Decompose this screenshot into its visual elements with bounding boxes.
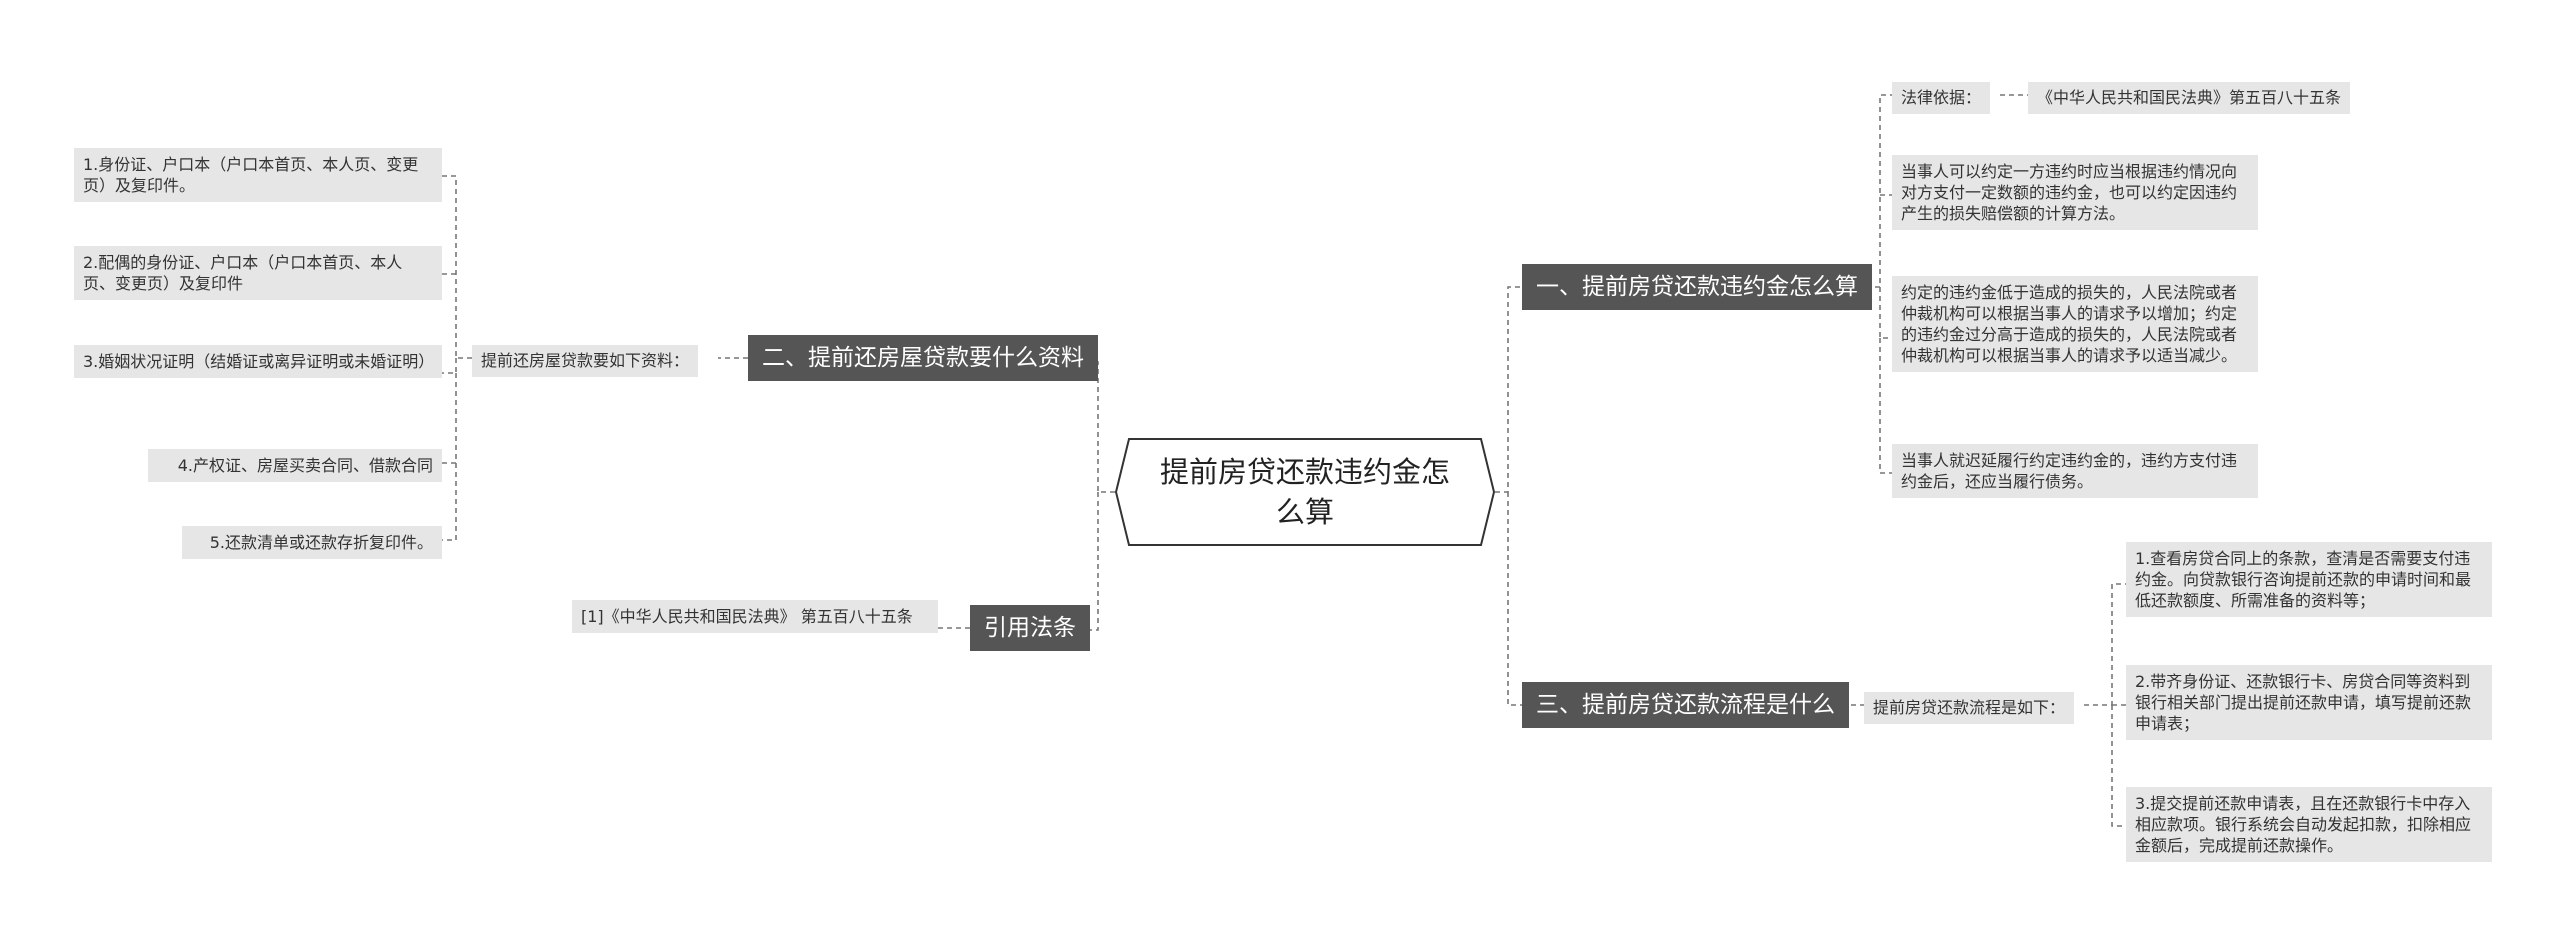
connector-b1-legal (1866, 94, 1892, 288)
connector-intro2-leaf4 (442, 373, 457, 464)
connector-root-b2 (1086, 361, 1115, 493)
branch-cited-law[interactable]: 引用法条 (970, 605, 1090, 651)
branch-repayment-process[interactable]: 三、提前房贷还款流程是什么 (1522, 682, 1849, 728)
document-item-2-text: 2.配偶的身份证、户口本（户口本首页、本人页、变更页）及复印件 (83, 253, 403, 293)
process-step-1-text: 1.查看房贷合同上的条款，查清是否需要支付违约金。向贷款银行咨询提前还款的申请时… (2135, 549, 2472, 610)
document-item-3-text: 3.婚姻状况证明（结婚证或离异证明或未婚证明） (83, 352, 435, 371)
document-item-5[interactable]: 5.还款清单或还款存折复印件。 (182, 526, 442, 559)
branch-cited-law-label: 引用法条 (984, 615, 1076, 641)
repayment-process-intro-text: 提前房贷还款流程是如下： (1873, 698, 2066, 717)
connector-intro2-leaf5 (442, 463, 457, 541)
legal-basis-value-text: 《中华人民共和国民法典》第五百八十五条 (2037, 88, 2342, 107)
branch-required-documents[interactable]: 二、提前还房屋贷款要什么资料 (748, 335, 1098, 381)
process-step-2-text: 2.带齐身份证、还款银行卡、房贷合同等资料到银行相关部门提出提前还款申请，填写提… (2135, 672, 2472, 733)
connector-root-b3 (1507, 492, 1522, 706)
violation-leaf-2-text: 约定的违约金低于造成的损失的，人民法院或者仲裁机构可以根据当事人的请求予以增加；… (1901, 283, 2238, 365)
central-topic-label: 提前房贷还款违约金怎么算 (1159, 455, 1450, 529)
connector-intro3-leaf3 (2111, 705, 2126, 827)
legal-basis-label[interactable]: 法律依据： (1892, 82, 1991, 114)
violation-leaf-3[interactable]: 当事人就迟延履行约定违约金的，违约方支付违约金后，还应当履行债务。 (1892, 444, 2258, 498)
connector-intro3-leaf1 (2084, 583, 2126, 706)
required-documents-intro[interactable]: 提前还房屋贷款要如下资料： (472, 345, 699, 377)
violation-leaf-2[interactable]: 约定的违约金低于造成的损失的，人民法院或者仲裁机构可以根据当事人的请求予以增加；… (1892, 276, 2258, 372)
repayment-process-intro[interactable]: 提前房贷还款流程是如下： (1864, 692, 2075, 724)
process-step-2[interactable]: 2.带齐身份证、还款银行卡、房贷合同等资料到银行相关部门提出提前还款申请，填写提… (2126, 665, 2492, 740)
violation-leaf-1[interactable]: 当事人可以约定一方违约时应当根据违约情况向对方支付一定数额的违约金，也可以约定因… (1892, 155, 2258, 230)
branch-repayment-process-label: 三、提前房贷还款流程是什么 (1536, 692, 1835, 718)
document-item-4-text: 4.产权证、房屋买卖合同、借款合同 (177, 456, 433, 475)
document-item-4[interactable]: 4.产权证、房屋买卖合同、借款合同 (148, 449, 442, 482)
process-step-1[interactable]: 1.查看房贷合同上的条款，查清是否需要支付违约金。向贷款银行咨询提前还款的申请时… (2126, 542, 2492, 617)
branch-violation-fee-label: 一、提前房贷还款违约金怎么算 (1536, 274, 1858, 300)
branch-violation-fee[interactable]: 一、提前房贷还款违约金怎么算 (1522, 264, 1872, 310)
central-topic-frame (1115, 438, 1495, 546)
cited-law-item-1[interactable]: [1]《中华人民共和国民法典》 第五百八十五条 (572, 600, 938, 633)
document-item-1-text: 1.身份证、户口本（户口本首页、本人页、变更页）及复印件。 (83, 155, 419, 195)
process-step-3[interactable]: 3.提交提前还款申请表，且在还款银行卡中存入相应款项。银行系统会自动发起扣款，扣… (2126, 787, 2492, 862)
cited-law-item-1-text: [1]《中华人民共和国民法典》 第五百八十五条 (581, 607, 913, 626)
branch-required-documents-label: 二、提前还房屋贷款要什么资料 (762, 345, 1084, 371)
connector-b1-leaf2 (1879, 287, 1892, 339)
central-topic[interactable]: 提前房贷还款违约金怎么算 (1115, 438, 1495, 546)
legal-basis-label-text: 法律依据： (1901, 88, 1982, 107)
document-item-3[interactable]: 3.婚姻状况证明（结婚证或离异证明或未婚证明） (74, 345, 442, 378)
document-item-2[interactable]: 2.配偶的身份证、户口本（户口本首页、本人页、变更页）及复印件 (74, 246, 442, 300)
connector-root-b1 (1495, 286, 1522, 493)
legal-basis-value[interactable]: 《中华人民共和国民法典》第五百八十五条 (2028, 82, 2351, 114)
document-item-5-text: 5.还款清单或还款存折复印件。 (209, 533, 433, 552)
connector-intro2-leaf1 (442, 175, 472, 359)
violation-leaf-1-text: 当事人可以约定一方违约时应当根据违约情况向对方支付一定数额的违约金，也可以约定因… (1901, 162, 2238, 223)
document-item-1[interactable]: 1.身份证、户口本（户口本首页、本人页、变更页）及复印件。 (74, 148, 442, 202)
connector-root-b4 (1086, 492, 1099, 631)
required-documents-intro-text: 提前还房屋贷款要如下资料： (481, 351, 690, 370)
process-step-3-text: 3.提交提前还款申请表，且在还款银行卡中存入相应款项。银行系统会自动发起扣款，扣… (2135, 794, 2472, 855)
connector-b1-leaf3 (1879, 338, 1892, 474)
violation-leaf-3-text: 当事人就迟延履行约定违约金的，违约方支付违约金后，还应当履行债务。 (1901, 451, 2238, 491)
connector-intro2-leaf3 (442, 358, 457, 374)
